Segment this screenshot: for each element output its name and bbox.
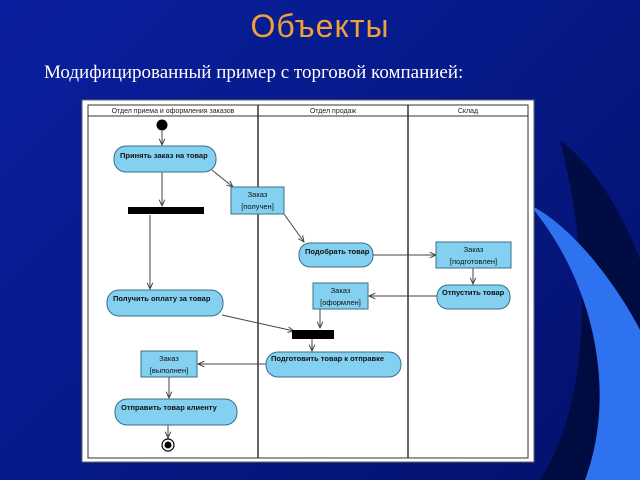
slide-title: Объекты [250, 8, 390, 44]
swimlanes: Отдел приема и оформления заказов Отдел … [87, 104, 529, 459]
swimlane-label-sales: Отдел продаж [310, 108, 357, 115]
flow-order-received-to-pick [283, 213, 304, 242]
object-state: [получен] [241, 202, 274, 211]
activity-ship-order: Отправить товар клиенту [114, 398, 238, 426]
swimlane-frame [87, 104, 529, 459]
join-bar [292, 330, 334, 339]
object-order-received: Заказ [получен] [230, 186, 285, 215]
final-node [161, 438, 175, 452]
initial-node [156, 119, 168, 131]
activity-receive-payment: Получить оплату за товар [106, 289, 224, 317]
fork-bar [128, 207, 204, 214]
object-name: Заказ [159, 354, 179, 363]
object-order-fulfilled: Заказ [выполнен] [140, 350, 198, 378]
flow-accept-to-order-received [211, 169, 233, 187]
object-order-processed: Заказ [оформлен] [312, 282, 369, 310]
slide-subtitle: Модифицированный пример с торговой компа… [44, 62, 464, 83]
object-name: Заказ [331, 286, 351, 295]
object-name: Заказ [248, 190, 268, 199]
activity-release-goods: Отпустить товар [436, 284, 511, 310]
activity-label: Подготовить товар к отправке [271, 354, 384, 363]
object-name: Заказ [464, 245, 484, 254]
object-state: [оформлен] [320, 298, 361, 307]
activity-label: Получить оплату за товар [113, 294, 211, 303]
activity-label: Подобрать товар [305, 247, 370, 256]
activity-pick-goods: Подобрать товар [298, 242, 374, 268]
swimlane-label-warehouse: Склад [458, 108, 478, 115]
flow-payment-to-join [221, 314, 294, 331]
object-order-prepared: Заказ [подготовлен] [435, 241, 512, 269]
flow-arrows [150, 131, 473, 438]
activity-label: Принять заказ на товар [120, 151, 208, 160]
object-state: [выполнен] [150, 366, 188, 375]
activity-accept-order: Принять заказ на товар [113, 145, 217, 173]
background-wave-bright [530, 205, 640, 480]
activity-prepare-shipment: Подготовить товар к отправке [265, 351, 402, 378]
activity-label: Отправить товар клиенту [121, 403, 218, 412]
activity-label: Отпустить товар [442, 288, 505, 297]
object-state: [подготовлен] [450, 257, 497, 266]
swimlane-label-orders: Отдел приема и оформления заказов [112, 108, 235, 115]
